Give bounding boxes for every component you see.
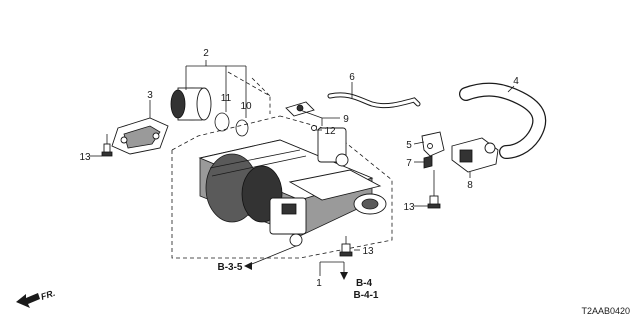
purge-valve: [451, 137, 499, 173]
canister-bracket: [111, 117, 169, 155]
clip-seven: [423, 155, 433, 169]
callout-11: 11: [221, 93, 232, 104]
callout-1: 1: [316, 278, 322, 289]
diagram-code: T2AAB0420: [581, 306, 630, 316]
callout-13-middle: 13: [403, 202, 415, 213]
callout-12: 12: [324, 126, 336, 137]
vapor-tube: [327, 92, 421, 109]
purge-hose: [459, 82, 547, 159]
reference-b-4-1: B-4-1: [353, 290, 378, 301]
valve-bracket: [421, 131, 445, 157]
bolt-middle: [427, 170, 441, 209]
reference-b-4: B-4: [356, 278, 373, 289]
small-clip: [285, 101, 317, 131]
air-filter-unit: [170, 87, 212, 121]
leader-lines: [90, 60, 515, 278]
callout-10: 10: [240, 101, 252, 112]
direction-label: FR.: [40, 288, 57, 302]
reference-b-3-5: B-3-5: [217, 262, 242, 273]
callout-3: 3: [147, 90, 153, 101]
canister-assembly: [198, 127, 387, 247]
front-direction-arrow: FR.: [16, 288, 56, 308]
bolt-lower: [339, 236, 353, 257]
callout-8: 8: [467, 180, 473, 191]
callout-6: 6: [349, 72, 355, 83]
callout-4: 4: [513, 76, 519, 87]
reference-arrows: [244, 262, 348, 280]
callout-13-left: 13: [79, 152, 91, 163]
callout-2: 2: [203, 48, 209, 59]
callout-7: 7: [406, 158, 412, 169]
callout-5: 5: [406, 140, 412, 151]
callout-9: 9: [343, 114, 349, 125]
o-rings: [214, 112, 249, 137]
callout-13-lower: 13: [362, 246, 374, 257]
bolt-left: [101, 134, 113, 157]
